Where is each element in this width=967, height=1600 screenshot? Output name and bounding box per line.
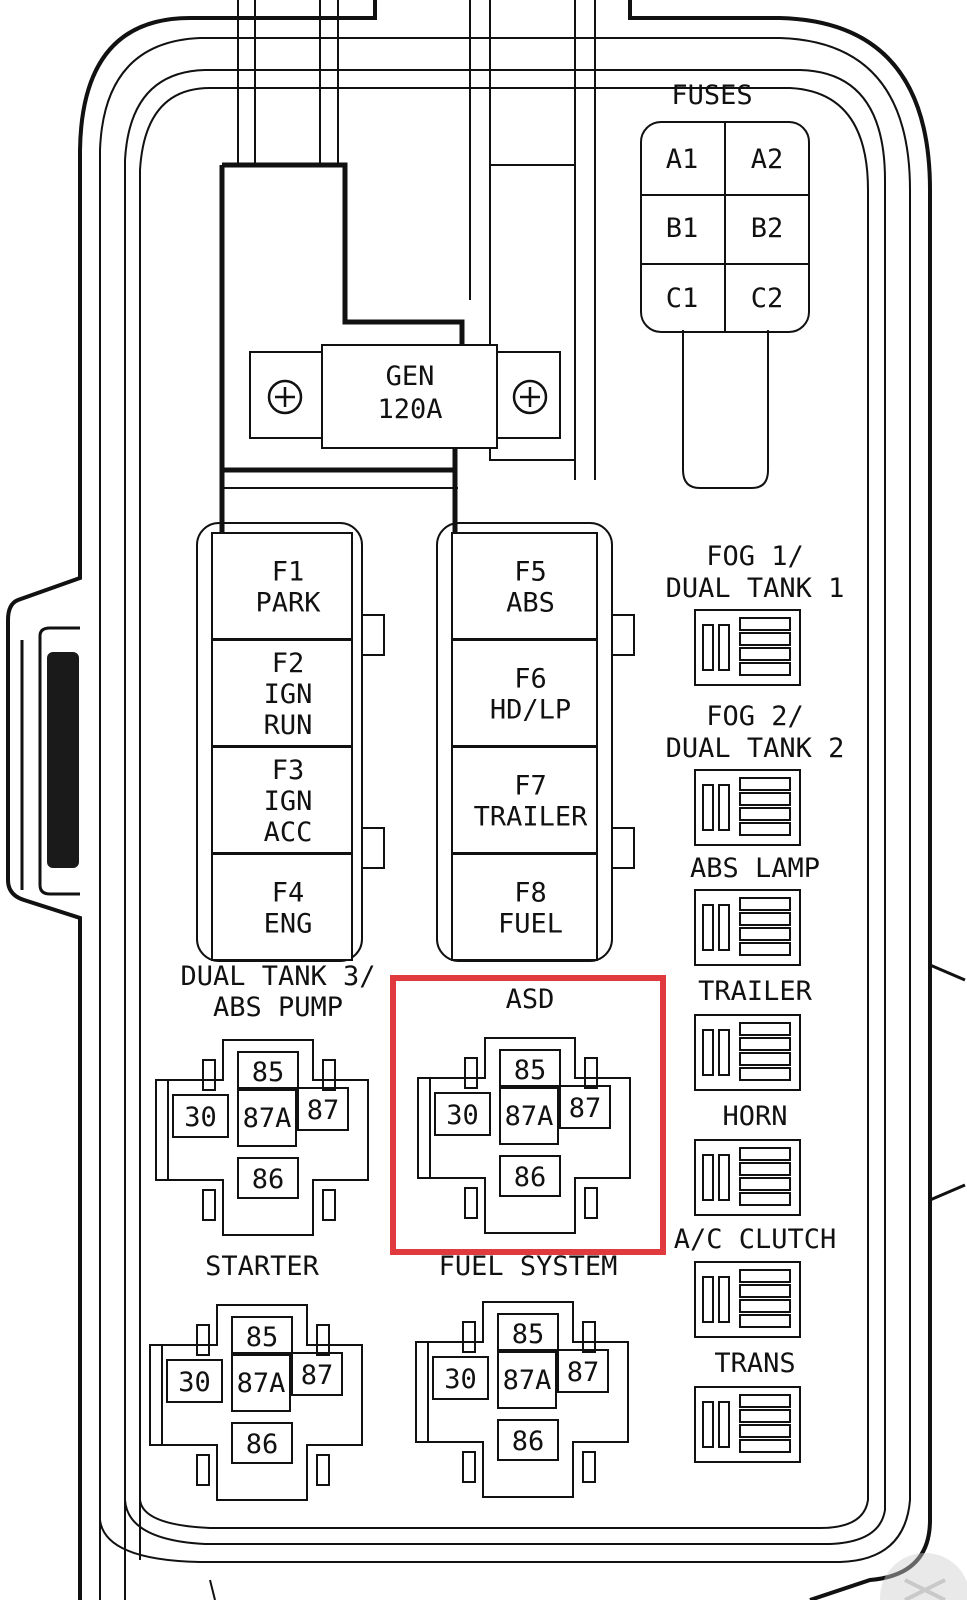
relay-starter-label: STARTER [205,1251,320,1282]
relay-pin-right: 87 [567,1357,600,1388]
right-fuse-3-label: TRAILER [474,802,589,833]
relay-fog-1[interactable]: FOG 1/DUAL TANK 1 [666,541,845,686]
relay-pin-center: 87A [243,1103,292,1134]
relay-pin-center: 87A [237,1368,286,1399]
mini-fuses-block: FUSES A1 A2 B1 B2 C1 C2 [640,80,810,489]
relay-fog-1-label: FOG 1/ [706,541,804,572]
left-fuse-3-label: ACC [264,817,313,848]
relay-abs-lamp[interactable]: ABS LAMP [690,853,820,966]
relay-fuel-system-label: FUEL SYSTEM [439,1251,618,1282]
relay-fog-2-label: DUAL TANK 2 [666,733,845,764]
relay-fog-2-label: FOG 2/ [706,701,804,732]
relay-asd[interactable]: ASD 85 30 87A 87 86 [417,984,631,1234]
fuse-b1[interactable]: B1 [666,213,699,244]
relay-pin-bottom: 86 [246,1429,279,1460]
gen-fuse-label-2: 120A [377,394,442,425]
relay-ac-clutch-label: A/C CLUTCH [674,1224,837,1255]
left-fuse-1-label: F1 [272,557,305,588]
fuse-a1[interactable]: A1 [666,144,699,175]
left-fuse-4-label: F4 [272,878,305,909]
right-fuse-3-label: F7 [514,771,547,802]
fuse-c1[interactable]: C1 [666,283,699,314]
relay-asd-label: ASD [506,984,555,1015]
right-fuse-1-label: F5 [514,557,547,588]
relay-pin-left: 30 [184,1102,217,1133]
relay-pin-top: 85 [246,1322,279,1353]
relay-pin-right: 87 [569,1093,602,1124]
relay-pin-top: 85 [512,1319,545,1350]
relay-horn-label: HORN [722,1101,787,1132]
small-relays: FOG 1/DUAL TANK 1 FOG 2/DUAL TANK 2 ABS LA… [666,541,845,1463]
relay-pin-bottom: 86 [512,1426,545,1457]
relay-pin-left: 30 [446,1100,479,1131]
fuse-b2[interactable]: B2 [751,213,784,244]
left-fuse-2-label: F2 [272,648,305,679]
fuse-c2[interactable]: C2 [751,283,784,314]
relay-pin-top: 85 [514,1055,547,1086]
right-fuse-4-label: FUEL [498,909,563,940]
left-fuse-3-label: F3 [272,755,305,786]
relay-fog-2[interactable]: FOG 2/DUAL TANK 2 [666,701,845,846]
relay-pin-center: 87A [505,1101,554,1132]
right-fuse-1-label: ABS [506,588,555,619]
gen-fuse-label-1: GEN [386,361,435,392]
side-latch [47,652,79,868]
relay-ac-clutch[interactable]: A/C CLUTCH [674,1224,837,1338]
relay-dual-tank-3-label: DUAL TANK 3/ [180,961,375,992]
relay-pin-right: 87 [301,1360,334,1391]
left-fuse-3-label: IGN [264,786,313,817]
relay-abs-lamp-label: ABS LAMP [690,853,820,884]
housing [6,0,966,1600]
left-fuse-2-label: IGN [264,679,313,710]
relay-trans[interactable]: TRANS [694,1348,801,1463]
relay-pin-top: 85 [252,1057,285,1088]
relay-starter[interactable]: STARTER 85 30 87A 87 86 [149,1251,363,1501]
relay-pin-right: 87 [307,1095,340,1126]
relay-trans-label: TRANS [714,1348,795,1379]
fuses-title: FUSES [671,80,752,111]
big-relays: DUAL TANK 3/ABS PUMP 85 30 87A 87 86 ASD 85 30 87… [149,961,631,1501]
right-fuse-4-label: F8 [514,878,547,909]
fuse-a2[interactable]: A2 [751,144,784,175]
close-icon [880,1553,967,1600]
gen-fuse[interactable]: GEN 120A [249,344,561,449]
relay-pin-left: 30 [178,1367,211,1398]
relay-pin-center: 87A [503,1365,552,1396]
relay-pin-bottom: 86 [514,1162,547,1193]
relay-dual-tank-3-label: ABS PUMP [213,992,343,1023]
left-fuse-2-label: RUN [264,710,313,741]
relay-horn[interactable]: HORN [694,1101,801,1216]
relay-fog-1-label: DUAL TANK 1 [666,573,845,604]
relay-fuel-system[interactable]: FUEL SYSTEM 85 30 87A 87 86 [415,1251,629,1498]
relay-pin-bottom: 86 [252,1164,285,1195]
plus-terminal-icon [512,379,548,415]
relay-trailer[interactable]: TRAILER [694,976,813,1091]
left-fuse-4-label: ENG [264,909,313,940]
right-fuse-2-label: HD/LP [490,695,571,726]
relay-trailer-label: TRAILER [698,976,813,1007]
relay-pin-left: 30 [444,1364,477,1395]
right-fuse-2-label: F6 [514,664,547,695]
relay-dual-tank-3[interactable]: DUAL TANK 3/ABS PUMP 85 30 87A 87 86 [155,961,376,1236]
plus-terminal-icon [267,379,303,415]
asd-highlight-box [390,975,666,1255]
left-fuse-1-label: PARK [255,588,321,619]
